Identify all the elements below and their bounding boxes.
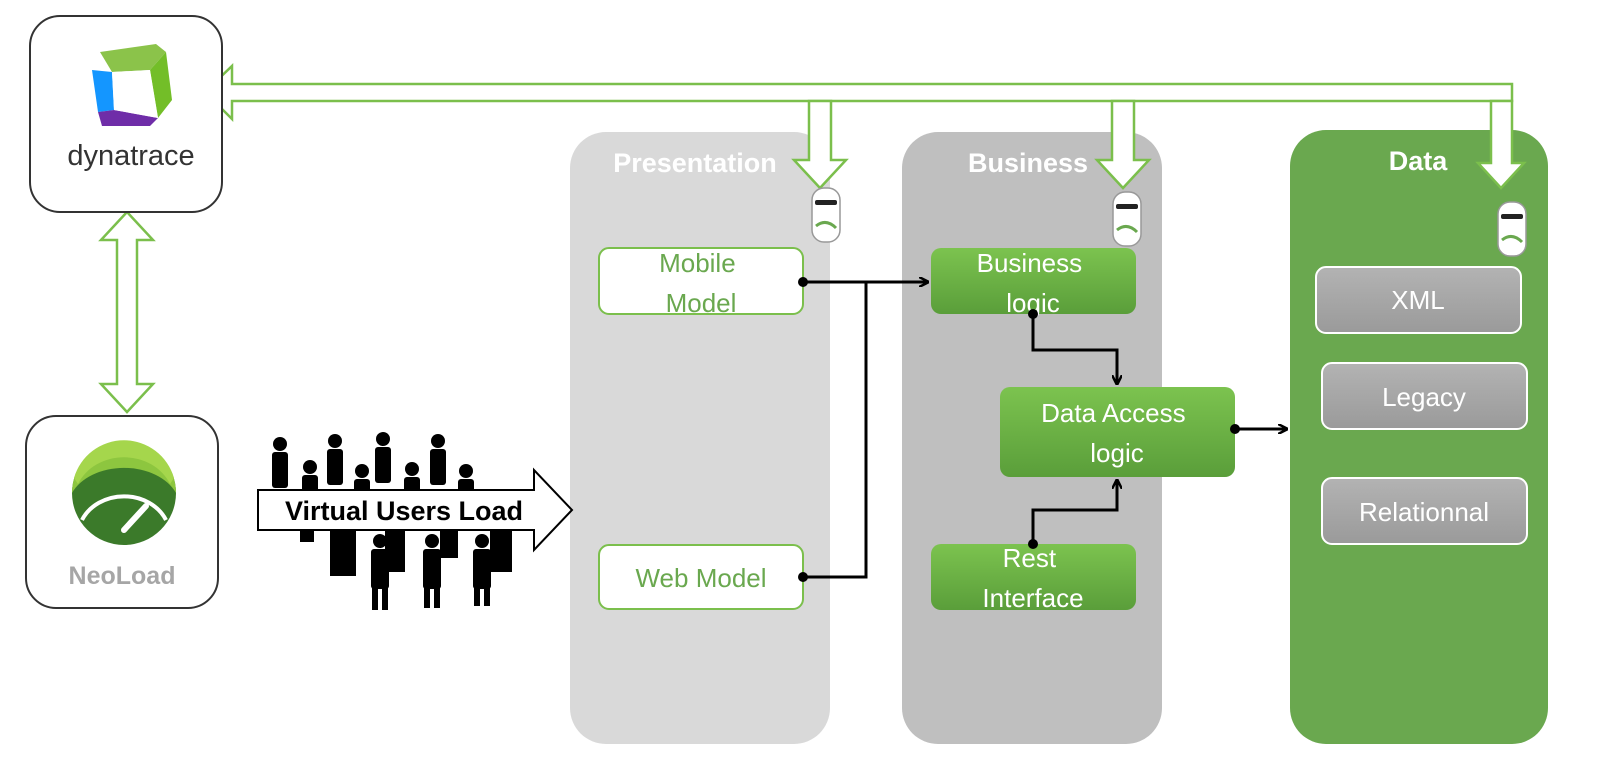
rest-interface-label: Rest Interface bbox=[982, 543, 1083, 613]
business-title: Business bbox=[968, 148, 1088, 178]
legacy-box bbox=[1321, 362, 1528, 430]
connectors bbox=[803, 282, 1286, 579]
dynatrace-neoload-arrow bbox=[98, 210, 156, 414]
data-access-logic-label: Data Access logic bbox=[1041, 398, 1193, 468]
business-logic-line1: Business bbox=[977, 248, 1083, 278]
data-access-logic-box bbox=[1000, 387, 1235, 477]
web-to-business-connector bbox=[803, 282, 868, 579]
mobile-model-line1: Mobile bbox=[659, 248, 736, 278]
mobile-model-line2: Model bbox=[666, 288, 737, 318]
agent-icon bbox=[1497, 201, 1527, 257]
monitoring-bus-arrow bbox=[203, 63, 1514, 123]
neoload-text: NeoLoad bbox=[69, 562, 176, 590]
business-to-dataaccess-connector bbox=[1031, 314, 1117, 383]
monitoring-arrows bbox=[98, 63, 1527, 414]
presentation-monitor-arrow bbox=[791, 99, 849, 190]
connector-dots bbox=[798, 277, 1240, 582]
relational-box bbox=[1321, 477, 1528, 545]
presentation-panel bbox=[570, 132, 830, 744]
xml-box bbox=[1315, 266, 1522, 334]
dynatrace-logo: dynatrace bbox=[29, 15, 223, 213]
xml-label: XML bbox=[1391, 285, 1444, 315]
data-monitor-arrow bbox=[1475, 99, 1527, 190]
agent-icon bbox=[1112, 191, 1142, 247]
presentation-title: Presentation bbox=[613, 148, 777, 178]
rest-interface-line2: Interface bbox=[982, 583, 1083, 613]
business-monitor-arrow bbox=[1094, 99, 1152, 190]
load-arrow-label: Virtual Users Load bbox=[285, 496, 523, 526]
dynatrace-text: dynatrace bbox=[67, 140, 194, 172]
business-logic-label: Business logic bbox=[977, 248, 1090, 318]
neoload-gauge-icon bbox=[72, 440, 176, 545]
legacy-label: Legacy bbox=[1382, 382, 1466, 412]
mobile-model-label: Mobile Model bbox=[659, 248, 743, 318]
agent-icon bbox=[811, 187, 841, 243]
dynatrace-logo-icon bbox=[92, 44, 172, 126]
rest-interface-box bbox=[931, 544, 1136, 610]
data-access-line2: logic bbox=[1090, 438, 1143, 468]
rest-to-dataaccess-connector bbox=[1031, 481, 1117, 544]
rest-interface-line1: Rest bbox=[1003, 543, 1057, 573]
data-access-line1: Data Access bbox=[1041, 398, 1186, 428]
business-logic-box bbox=[931, 248, 1136, 314]
neoload-logo: NeoLoad bbox=[25, 415, 219, 609]
web-model-label: Web Model bbox=[635, 563, 766, 593]
data-title: Data bbox=[1389, 146, 1449, 176]
relational-label: Relationnal bbox=[1359, 497, 1489, 527]
load-arrow bbox=[257, 467, 574, 553]
